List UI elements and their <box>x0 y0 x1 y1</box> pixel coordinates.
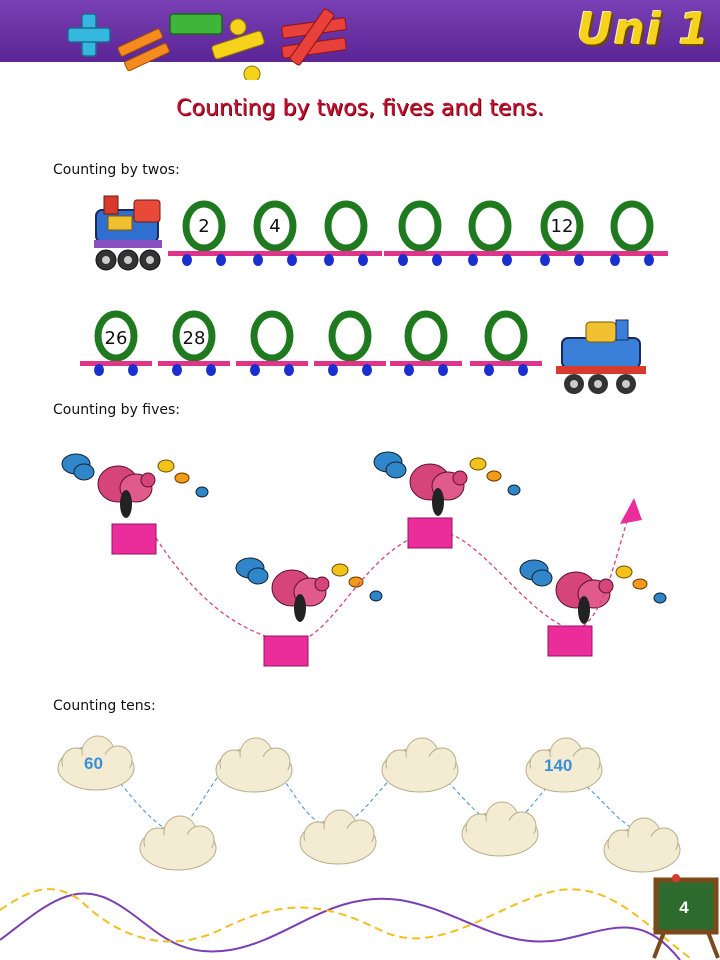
train-car <box>526 200 598 266</box>
cloud <box>299 809 377 865</box>
cloud <box>461 801 539 857</box>
train-car <box>454 200 526 266</box>
train-car <box>158 310 230 376</box>
cloud <box>139 815 217 871</box>
page-number: 4 <box>679 898 689 917</box>
unit-title: Uni 1 <box>576 4 710 55</box>
train-car-number: 28 <box>182 328 206 349</box>
arrow-head-icon <box>620 498 642 524</box>
answer-box <box>111 523 157 555</box>
divide-icon <box>211 18 265 80</box>
cloud-number: 140 <box>544 756 573 775</box>
train-car <box>384 200 456 266</box>
train-car <box>390 310 462 376</box>
butterfly-cluster <box>61 453 209 519</box>
butterfly-cluster <box>373 451 521 517</box>
math-symbols-decoration <box>67 8 347 80</box>
train-car <box>80 310 152 376</box>
train-car <box>470 310 542 376</box>
not-equal-icon <box>281 8 347 66</box>
butterfly-cluster <box>235 557 383 623</box>
cloud <box>603 817 681 873</box>
chalkboard-icon <box>652 874 720 959</box>
twos-train-illustration <box>80 195 668 394</box>
train-car <box>310 200 382 266</box>
equals-icon <box>117 28 170 72</box>
cloud <box>215 737 293 793</box>
train-car-number: 26 <box>104 328 128 349</box>
fives-butterfly-illustration <box>61 451 667 667</box>
tens-cloud-illustration <box>57 735 681 873</box>
cloud <box>381 737 459 793</box>
fives-section-label: Counting by fives: <box>53 402 181 418</box>
twos-section-label: Counting by twos: <box>53 162 180 178</box>
butterfly-cluster <box>519 559 667 625</box>
cloud-number: 60 <box>84 754 103 773</box>
train-car-number: 4 <box>269 216 281 237</box>
train-car-number: 12 <box>550 216 574 237</box>
train-car <box>168 200 240 266</box>
train-car <box>314 310 386 376</box>
locomotive-left <box>94 195 162 271</box>
train-car <box>236 310 308 376</box>
answer-box <box>547 625 593 657</box>
page-title: Counting by twos, fives and tens. <box>176 96 544 121</box>
answer-box <box>263 635 309 667</box>
tens-section-label: Counting tens: <box>53 698 156 714</box>
locomotive-right <box>556 319 646 394</box>
train-car <box>596 200 668 266</box>
train-car <box>239 200 311 266</box>
train-car-number: 2 <box>198 216 210 237</box>
answer-box <box>407 517 453 549</box>
footer-wave-decoration <box>0 888 691 960</box>
plus-icon <box>67 13 111 57</box>
minus-icon <box>169 13 223 35</box>
